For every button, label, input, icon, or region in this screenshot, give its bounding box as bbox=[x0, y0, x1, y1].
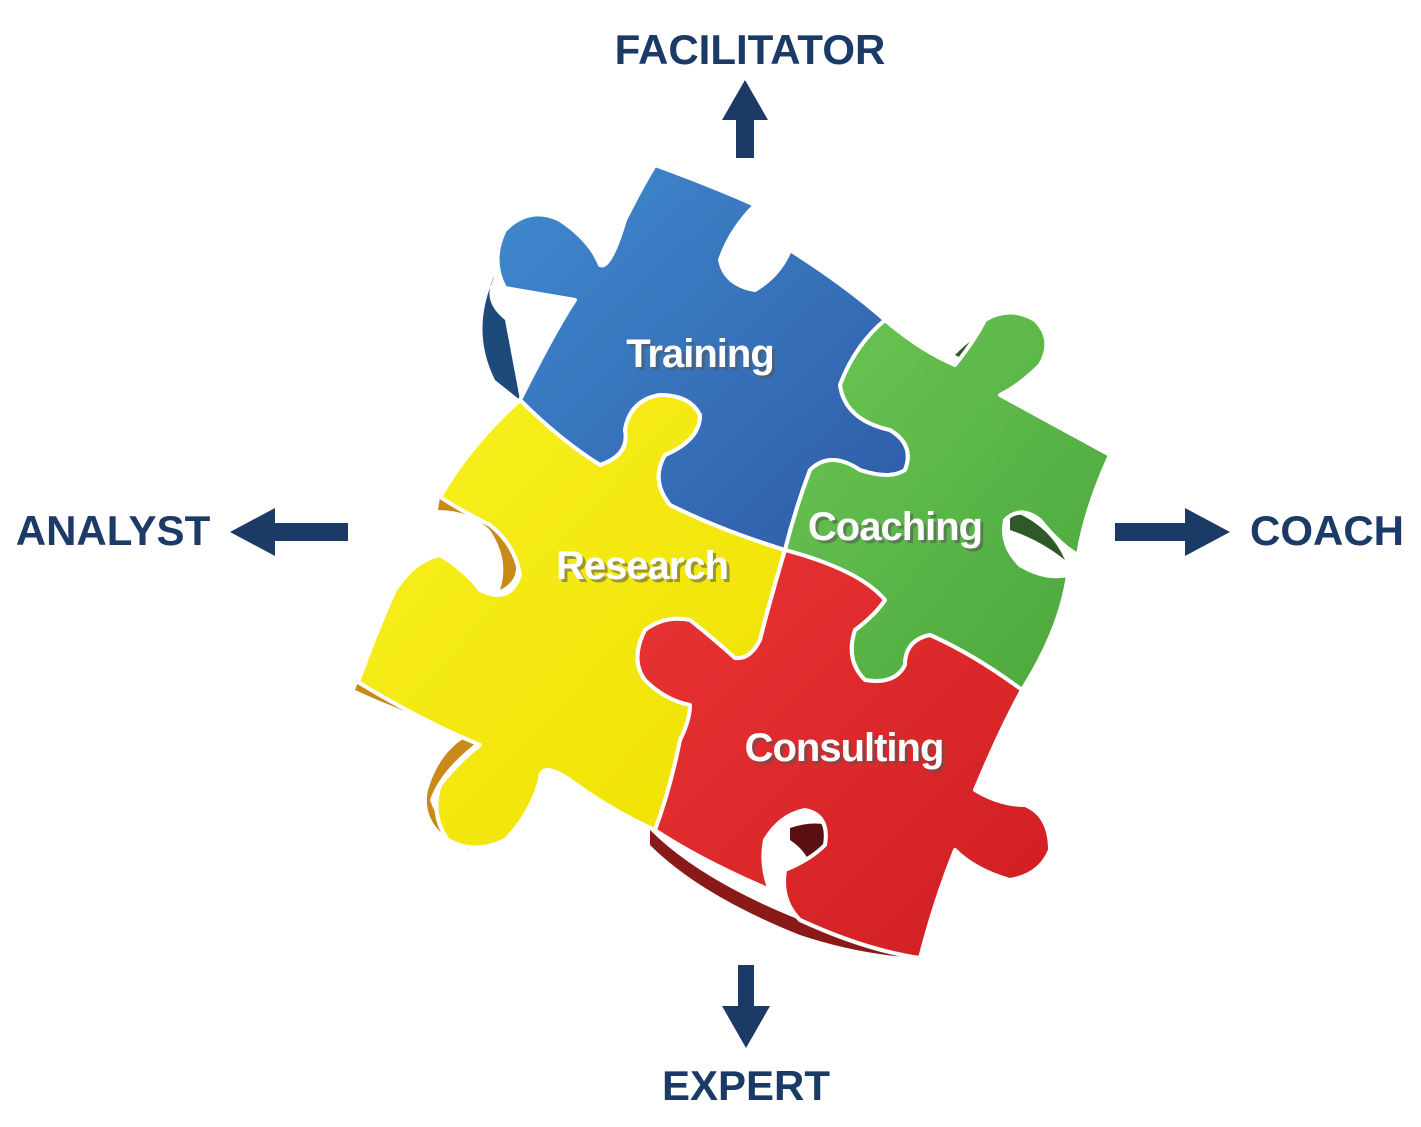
piece-label-consulting-shadow: Consulting bbox=[748, 729, 947, 773]
arrow-up-icon bbox=[722, 80, 768, 158]
role-label-expert: EXPERT bbox=[662, 1062, 830, 1109]
role-label-facilitator: FACILITATOR bbox=[615, 26, 886, 73]
piece-label-training: Training bbox=[626, 332, 774, 376]
puzzle-piece-coaching bbox=[783, 310, 1112, 692]
role-label-analyst: ANALYST bbox=[16, 507, 211, 554]
role-label-coach: COACH bbox=[1250, 507, 1404, 554]
piece-label-research-shadow: Research bbox=[559, 547, 731, 591]
piece-label-research: Research bbox=[556, 544, 728, 588]
piece-label-consulting: Consulting bbox=[745, 726, 944, 770]
piece-label-training-shadow: Training bbox=[629, 335, 777, 379]
piece-label-coaching-shadow: Coaching bbox=[811, 508, 985, 552]
arrow-right-icon bbox=[1115, 508, 1230, 556]
puzzle-piece-consulting bbox=[635, 548, 1052, 960]
arrow-down-icon bbox=[722, 965, 770, 1048]
piece-label-coaching: Coaching bbox=[808, 505, 982, 549]
arrow-left-icon bbox=[230, 508, 348, 556]
